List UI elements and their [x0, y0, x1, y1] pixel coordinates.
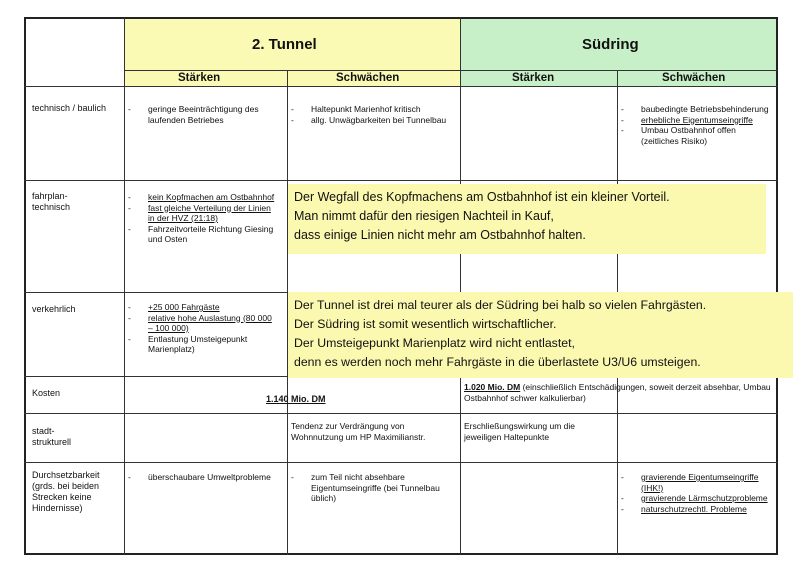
row-label-kosten: Kosten: [32, 388, 61, 398]
tunnel-cost: 1.140 Mio. DM: [266, 394, 326, 404]
technisch-suedring-weaknesses: baubedingte Betriebsbehinderung erheblic…: [621, 104, 773, 146]
list-item: naturschutzrechtl. Probleme: [621, 504, 773, 515]
list-item: erhebliche Eigentumseingriffe: [621, 115, 773, 126]
verkehr-tunnel-strengths: +25 000 Fahrgäste relative hohe Auslastu…: [128, 302, 278, 355]
note-kosten-vergleich: Der Tunnel ist drei mal teurer als der S…: [288, 292, 793, 378]
row-label-technisch: technisch / baulich: [32, 103, 107, 113]
tunnel-weaknesses-header: Schwächen: [336, 72, 400, 84]
list-item: zum Teil nicht absehbare Eigentumseingri…: [291, 472, 455, 504]
row-label-fahrplan: fahrplan-technisch: [32, 191, 71, 212]
stadt-tunnel-weaknesses: Tendenz zur Verdrängung von Wohnnutzung …: [291, 421, 426, 442]
tunnel-header-bg: [124, 17, 460, 86]
list-item: fast gleiche Verteilung der Linien in de…: [128, 203, 278, 224]
suedring-cost-cell: 1.020 Mio. DM (einschließlich Entschädig…: [464, 382, 772, 403]
row-label-durchsetz: Durchsetzbarkeit (grds. bei beiden Strec…: [32, 470, 100, 513]
fahrplan-tunnel-strengths: kein Kopfmachen am Ostbahnhof fast gleic…: [128, 192, 278, 245]
tunnel-strengths-header: Stärken: [178, 72, 221, 84]
col-divider-label: [124, 17, 125, 555]
list-item: gravierende Eigentumseingriffe (IHK!): [621, 472, 773, 493]
header-bottom: [24, 86, 778, 87]
note-line: Der Südring ist somit wesentlich wirtsch…: [294, 317, 557, 331]
list-item: Haltepunkt Marienhof kritisch: [291, 104, 455, 115]
list-item: überschaubare Umweltprobleme: [128, 472, 278, 483]
row-divider-1: [24, 180, 778, 181]
technisch-tunnel-weaknesses: Haltepunkt Marienhof kritisch allg. Unwä…: [291, 104, 455, 125]
durchsetz-suedring-weaknesses: gravierende Eigentumseingriffe (IHK!) gr…: [621, 472, 773, 514]
col-divider-tunnel-mid: [287, 70, 288, 555]
suedring-cost-note: (einschließlich Entschädigungen, soweit …: [464, 382, 771, 403]
note-line: Der Tunnel ist drei mal teurer als der S…: [294, 298, 707, 312]
row-label-verkehr: verkehrlich: [32, 304, 76, 314]
durchsetz-tunnel-strengths: überschaubare Umweltprobleme: [128, 472, 278, 483]
suedring-cost: 1.020 Mio. DM: [464, 382, 521, 392]
suedring-weaknesses-header: Schwächen: [662, 72, 726, 84]
suedring-strengths-header: Stärken: [512, 72, 555, 84]
list-item: kein Kopfmachen am Ostbahnhof: [128, 192, 278, 203]
suedring-header-bg: [460, 17, 778, 86]
list-item: allg. Unwägbarkeiten bei Tunnelbau: [291, 115, 455, 126]
durchsetz-tunnel-weaknesses: zum Teil nicht absehbare Eigentumseingri…: [291, 472, 455, 504]
list-item: gravierende Lärmschutzprobleme: [621, 493, 773, 504]
suedring-title: Südring: [582, 36, 639, 53]
note-kopfmachen: Der Wegfall des Kopfmachens am Ostbahnho…: [288, 184, 766, 254]
header-divider: [124, 70, 778, 71]
note-line: dass einige Linien nicht mehr am Ostbahn…: [294, 228, 586, 242]
technisch-tunnel-strengths: geringe Beeinträchtigung des laufenden B…: [128, 104, 280, 125]
list-item: relative hohe Auslastung (80 000 – 100 0…: [128, 313, 278, 334]
row-label-stadt: stadt-strukturell: [32, 426, 72, 447]
list-item: Entlastung Umsteigepunkt Marienplatz): [128, 334, 278, 355]
row-divider-5: [24, 462, 778, 463]
comparison-table: [24, 17, 778, 555]
note-line: Der Umsteigepunkt Marienplatz wird nicht…: [294, 336, 575, 350]
tunnel-title: 2. Tunnel: [252, 36, 317, 53]
note-line: denn es werden noch mehr Fahrgäste in di…: [294, 355, 701, 369]
note-line: Man nimmt dafür den riesigen Nachteil in…: [294, 209, 554, 223]
stadt-suedring-strengths: Erschließungswirkung um die jeweiligen H…: [464, 421, 576, 442]
row-divider-4: [24, 413, 778, 414]
col-divider-center: [460, 17, 461, 555]
list-item: +25 000 Fahrgäste: [128, 302, 278, 313]
note-line: Der Wegfall des Kopfmachens am Ostbahnho…: [294, 190, 670, 204]
list-item: baubedingte Betriebsbehinderung: [621, 104, 773, 115]
list-item: geringe Beeinträchtigung des laufenden B…: [128, 104, 280, 125]
list-item: Fahrzeitvorteile Richtung Giesing und Os…: [128, 224, 278, 245]
list-item: Umbau Ostbahnhof offen (zeitliches Risik…: [621, 125, 773, 146]
